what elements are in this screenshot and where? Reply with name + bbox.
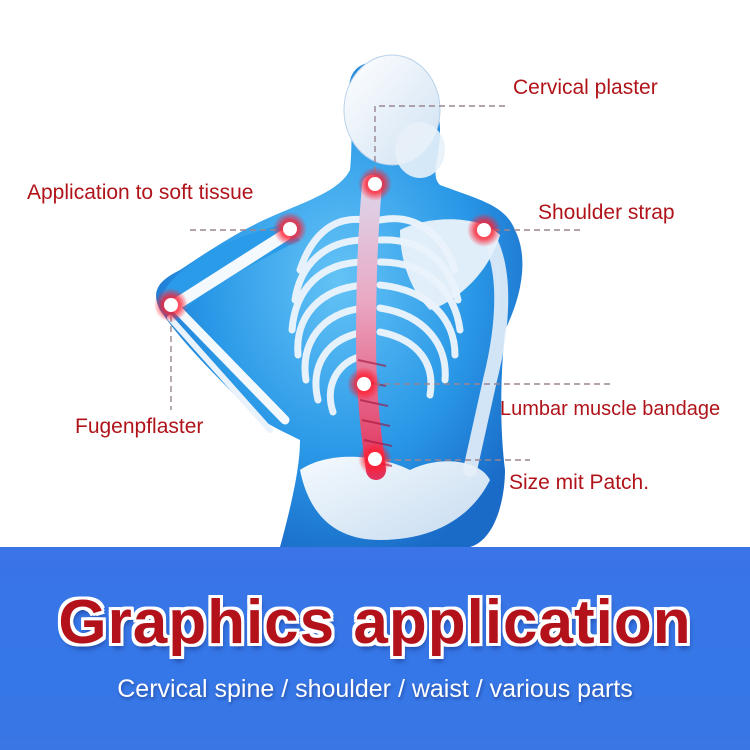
skeleton-back-illustration bbox=[154, 54, 610, 547]
hotspot-elbow bbox=[154, 288, 188, 322]
hotspot-shoulder bbox=[467, 213, 501, 247]
hotspot-cervical bbox=[358, 167, 392, 201]
hotspots bbox=[154, 167, 501, 476]
label-size-patch: Size mit Patch. bbox=[509, 471, 650, 494]
bottom-banner: Graphics application Cervical spine / sh… bbox=[0, 547, 750, 750]
label-soft-tissue: Application to soft tissue bbox=[27, 181, 254, 204]
label-lumbar-bandage: Lumbar muscle bandage bbox=[500, 398, 721, 420]
hotspot-soft-tissue bbox=[273, 212, 307, 246]
body-silhouette bbox=[156, 61, 523, 547]
banner-subtitle: Cervical spine / shoulder / waist / vari… bbox=[117, 675, 633, 703]
banner-title: Graphics application bbox=[58, 588, 692, 657]
label-cervical-plaster: Cervical plaster bbox=[513, 76, 658, 99]
hotspot-lumbar bbox=[347, 367, 381, 401]
label-shoulder-strap: Shoulder strap bbox=[538, 201, 675, 224]
label-fugenpflaster: Fugenpflaster bbox=[75, 415, 204, 438]
illustration-area: Cervical plaster Application to soft tis… bbox=[27, 54, 721, 547]
spine bbox=[355, 175, 386, 480]
hotspot-size bbox=[358, 442, 392, 476]
leader-cervical bbox=[374, 105, 508, 182]
